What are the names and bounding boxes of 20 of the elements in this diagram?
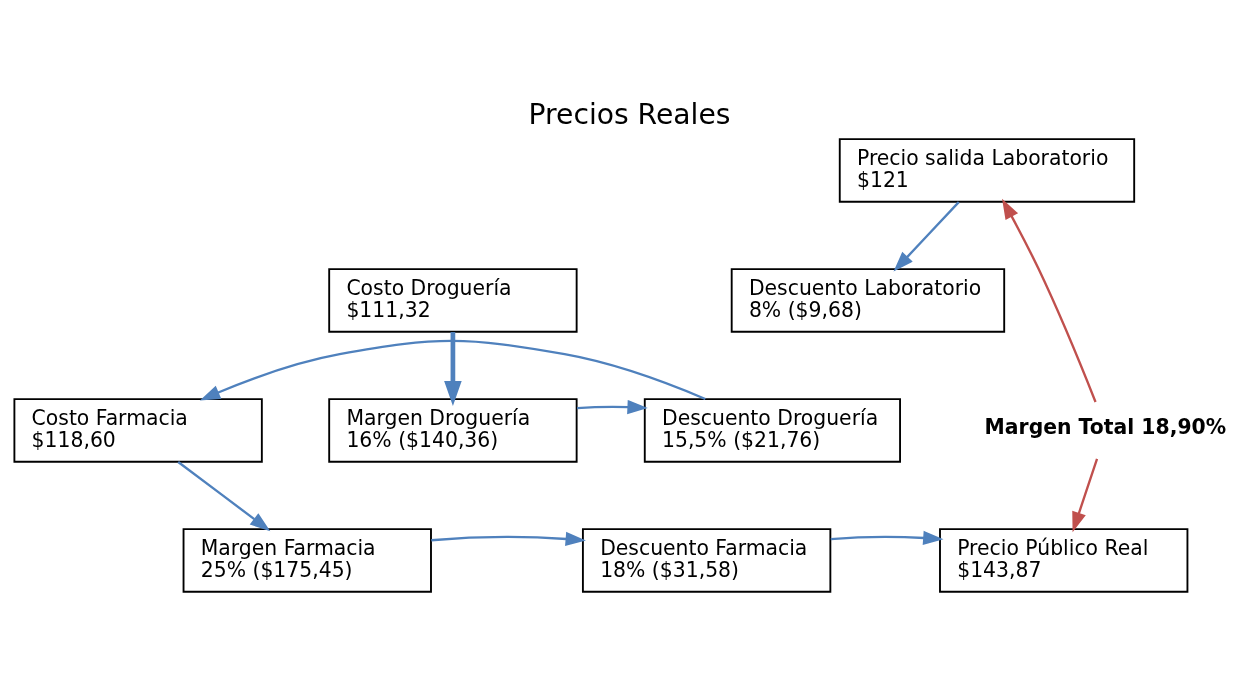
arrow [444, 331, 462, 406]
node-box: Costo Droguería $111,32 [328, 267, 578, 333]
node-box: Precio Público Real $143,87 [939, 527, 1189, 593]
node-box: Margen Droguería 16% ($140,36) [328, 397, 578, 463]
arrow [1072, 458, 1099, 532]
node-box: Precio salida Laboratorio $121 [838, 137, 1136, 203]
node-box: Descuento Farmacia 18% ($31,58) [581, 527, 832, 593]
arrow [893, 200, 960, 272]
diagram-title: Precios Reales [528, 97, 731, 131]
node-box: Margen Farmacia 25% ($175,45) [182, 527, 432, 593]
arrow [830, 530, 944, 545]
arrow [177, 460, 271, 531]
arrow [431, 531, 586, 546]
arrow [577, 399, 648, 414]
arrow [199, 339, 706, 400]
node-text: Margen Total 18,90% [984, 414, 1227, 439]
arrow [1002, 198, 1097, 402]
node-box: Costo Farmacia $118,60 [13, 397, 263, 463]
node-box: Descuento Laboratorio 8% ($9,68) [730, 267, 1006, 333]
node-box: Descuento Droguería 15,5% ($21,76) [643, 397, 901, 463]
